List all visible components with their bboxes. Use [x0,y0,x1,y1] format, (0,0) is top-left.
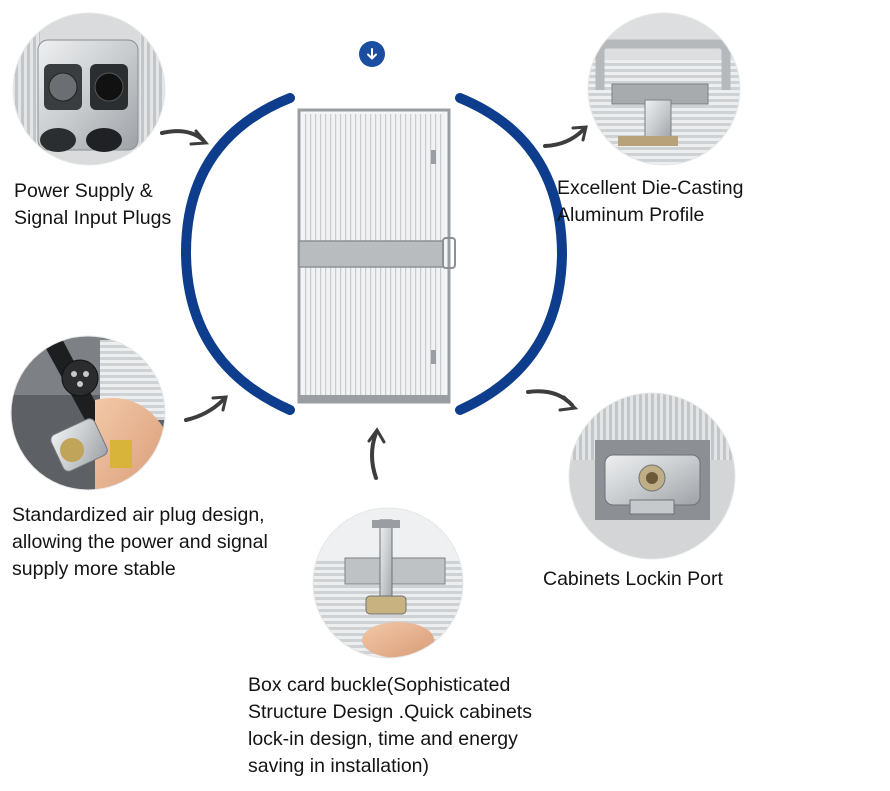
curved-arrow-icon [367,427,386,480]
arrow-down-circle-icon [367,48,377,60]
lockin-port-photo [569,393,735,559]
blue-ring [180,93,568,415]
power-supply-label: Power Supply & Signal Input Plugs [14,180,172,229]
air-plug-label: Standardized air plug design, allowing t… [12,504,268,580]
scroll-down-button[interactable] [359,41,385,67]
lockin-port-label: Cabinets Lockin Port [543,568,723,590]
curved-arrow-icon [160,129,210,146]
curved-arrow-icon [543,125,588,148]
aluminum-profile-photo [588,13,740,165]
curved-arrow-icon [526,389,579,412]
aluminum-profile-label: Excellent Die-Casting Aluminum Profile [557,177,744,226]
curved-arrow-icon [184,395,228,422]
box-buckle-photo [313,508,463,658]
air-plug-photo [11,336,165,490]
led-screen-panel [297,108,456,404]
box-buckle-label: Box card buckle(Sophisticated Structure … [248,674,532,777]
power-supply-photo [13,13,165,165]
